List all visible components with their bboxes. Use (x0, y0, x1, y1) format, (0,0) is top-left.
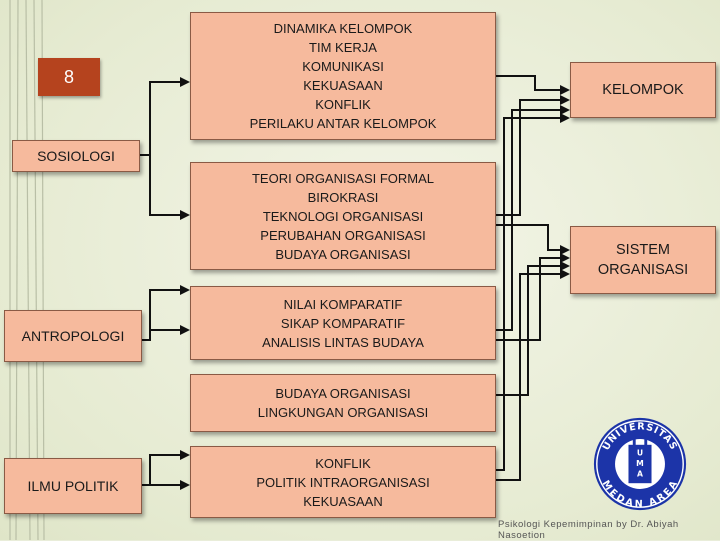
topic-item: NILAI KOMPARATIF (283, 296, 403, 312)
topic-item: PERILAKU ANTAR KELOMPOK (249, 116, 437, 131)
topic-item: POLITIK INTRAORGANISASI (256, 474, 430, 490)
target-label: SISTEM (616, 242, 670, 258)
topic-item: KONFLIK (315, 455, 371, 471)
logo-center-a: A (637, 469, 643, 478)
topic-item: BUDAYA ORGANISASI (275, 386, 411, 401)
topic-item: PERUBAHAN ORGANISASI (260, 227, 426, 243)
topic-box-politik: KONFLIK POLITIK INTRAORGANISASI KEKUASAA… (190, 446, 496, 518)
source-label: ANTROPOLOGI (21, 327, 125, 344)
topic-item: SIKAP KOMPARATIF (280, 315, 406, 331)
source-label: ILMU POLITIK (27, 477, 119, 494)
source-ilmu-politik: ILMU POLITIK (4, 458, 142, 514)
logo-center-m: M (636, 459, 644, 468)
topic-item: TIM KERJA (309, 40, 377, 55)
topic-box-organisasi: TEORI ORGANISASI FORMAL BIROKRASI TEKNOL… (190, 162, 496, 270)
topic-item: KEKUASAAN (303, 78, 383, 93)
university-logo: UNIVERSITAS MEDAN AREA U M A (593, 417, 687, 511)
topic-item: KOMUNIKASI (302, 59, 384, 74)
decorative-lines (9, 0, 45, 540)
topic-item: TEKNOLOGI ORGANISASI (262, 208, 424, 224)
logo-center-u: U (637, 448, 643, 457)
topic-item: TEORI ORGANISASI FORMAL (251, 170, 435, 186)
topic-item: LINGKUNGAN ORGANISASI (257, 405, 429, 420)
topic-item: KEKUASAAN (303, 493, 383, 509)
page-number: 8 (38, 58, 100, 96)
topic-item: DINAMIKA KELOMPOK (273, 21, 413, 36)
target-kelompok: KELOMPOK (570, 62, 716, 118)
source-antropologi: ANTROPOLOGI (4, 310, 142, 362)
topic-item: BIROKRASI (307, 189, 379, 205)
topic-item: ANALISIS LINTAS BUDAYA (262, 334, 424, 350)
source-sosiologi: SOSIOLOGI (12, 140, 140, 172)
topic-item: BUDAYA ORGANISASI (275, 246, 411, 262)
target-label: ORGANISASI (597, 262, 689, 278)
slide-footer: Psikologi Kepemimpinan by Dr. Abiyah Nas… (498, 519, 679, 541)
topic-box-kelompok: DINAMIKA KELOMPOK TIM KERJA KOMUNIKASI K… (190, 12, 496, 140)
topic-box-budaya: BUDAYA ORGANISASI LINGKUNGAN ORGANISASI (190, 374, 496, 432)
topic-item: KONFLIK (315, 97, 371, 112)
topic-box-komparatif: NILAI KOMPARATIF SIKAP KOMPARATIF ANALIS… (190, 286, 496, 360)
source-label: SOSIOLOGI (37, 147, 115, 164)
target-sistem-organisasi: SISTEM ORGANISASI (570, 226, 716, 294)
target-label: KELOMPOK (602, 82, 684, 98)
